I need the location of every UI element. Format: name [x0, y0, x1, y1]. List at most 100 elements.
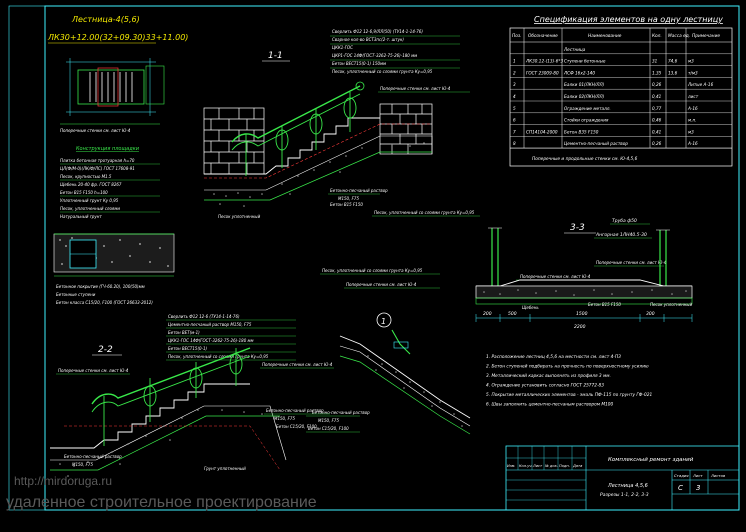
- svg-text:Бетон класса С15/20, F100 (ГОС: Бетон класса С15/20, F100 (ГОСТ 26633-20…: [56, 300, 153, 305]
- spec-cell-pos: 3: [513, 82, 516, 87]
- label-sand-1: Песок уплотненный: [218, 214, 261, 219]
- spec-cell-qty: 0,26: [652, 82, 662, 87]
- spec-cell-name: Ограждение металл.: [564, 106, 611, 111]
- label-concrete-1: Бетон В15 F150: [330, 202, 363, 207]
- label-concrete-3: Бетон В15 F150: [588, 302, 621, 307]
- section-1-1-title: 1-1: [268, 51, 283, 61]
- stamp-sheet-name: Лестница 4,5,6: [607, 483, 648, 489]
- stamp-title: Комплексный ремонт зданий: [608, 457, 694, 463]
- svg-text:Поперечные стенки см. лист Ю-4: Поперечные стенки см. лист Ю-4: [60, 128, 131, 133]
- spec-footer: Поперечные и продольные стенки см. Ю-4,5…: [532, 156, 638, 162]
- stamp-col-1: Изм.: [507, 464, 515, 468]
- svg-text:Песок, уплотненный слоями: Песок, уплотненный слоями: [60, 206, 120, 211]
- spec-cell-name: Бетон В35 F150: [564, 129, 599, 134]
- dim-2: 500: [508, 311, 517, 317]
- svg-text:Поперечные стенки см. лист Ю-4: Поперечные стенки см. лист Ю-4: [346, 282, 417, 287]
- left-notes-block: Конструкция площадки Плитка бетонная тро…: [60, 146, 160, 219]
- svg-text:Щебень 20-40 фр. ГОСТ 8267: Щебень 20-40 фр. ГОСТ 8267: [60, 182, 122, 187]
- spec-table: Спецификация элементов на одну лестницу …: [509, 15, 733, 167]
- stamp-col-3: Лист: [532, 464, 543, 468]
- watermark-text: удаленное строительное проектирование: [6, 494, 317, 511]
- spec-cell-note: м3: [688, 59, 694, 64]
- spec-cell-pos: 6: [513, 118, 516, 123]
- dim-total: 2200: [574, 324, 586, 330]
- svg-text:Бетон В15 F150 h=100: Бетон В15 F150 h=100: [60, 190, 108, 195]
- spec-cell-name: Балки 01(ЛКН/ЛЛ): [564, 82, 605, 87]
- stamp-col-2: Кол.уч.: [519, 464, 533, 468]
- note-line: 5. Покрытие металлических элементов - эм…: [486, 392, 652, 398]
- svg-text:Поперечные стенки см. лист Ю-4: Поперечные стенки см. лист Ю-4: [262, 362, 333, 367]
- dim-4: 300: [646, 311, 655, 317]
- spec-cell-qty: 0,77: [652, 106, 662, 111]
- note-line: 2. Бетон ступеней подбирать на прочность…: [486, 364, 649, 370]
- spec-cell-pos: 5: [513, 106, 516, 111]
- general-notes: 1. Расположение лестниц 4,5,6 на местнос…: [486, 354, 652, 408]
- spec-head-note: Примечание: [692, 33, 720, 39]
- binding-margin: [8, 5, 46, 511]
- svg-text:Бетонно-песчаный раствор: Бетонно-песчаный раствор: [64, 454, 122, 459]
- watermark-url: http://mirdoruga.ru: [14, 474, 113, 488]
- svg-text:Уплотненный грунт Ку 0,95: Уплотненный грунт Ку 0,95: [60, 198, 119, 203]
- dim-1: 200: [483, 311, 492, 317]
- left-detail: Бетонное покрытие (ГЧ-60.20), 100(50)мм …: [53, 233, 175, 305]
- stamp-col-4: № док.: [544, 464, 558, 468]
- svg-text:М150, F75: М150, F75: [274, 416, 295, 421]
- spec-cell-qty: 31: [652, 59, 658, 64]
- section-2-2-title: 2-2: [98, 345, 113, 355]
- svg-text:ЦКР1-ГОС 14Ф(ГОСТ-3262-75-26: ЦКР1-ГОС 14Ф(ГОСТ-3262-75-26)-180 мм: [332, 53, 417, 58]
- note-line: 6. Швы заполнить цементно-песчаным раств…: [486, 402, 614, 408]
- stamp-col-5: Подп.: [559, 464, 570, 468]
- spec-cell-qty: 0,46: [652, 118, 662, 123]
- spec-cell-name: Балки 02(ЛКН/ЛЛ): [564, 94, 605, 99]
- svg-text:Поперечные стенки см. лист Ю-4: Поперечные стенки см. лист Ю-4: [520, 274, 591, 279]
- section-2-2: 2-2 Сверлить Ф12 12-6 (ТУ14-1-14-76) Цем…: [50, 314, 334, 477]
- spec-cell-pos: 2: [513, 70, 516, 75]
- spec-cell-name: ЛСФ 16х2-140: [563, 70, 595, 75]
- spec-cell-code: ЛК30.12-(13)-6*3: [525, 59, 563, 64]
- spec-cell-name: Цементно-песчаный раствор: [564, 141, 628, 146]
- stamp-col-6: Дата: [572, 464, 582, 468]
- spec-cell-note: м.п.: [688, 118, 697, 123]
- spec-cell-code: СП14104-2000: [526, 129, 558, 134]
- dim-3: 1500: [576, 311, 588, 317]
- spec-cell-code: ГОСТ 23009-80: [526, 70, 559, 75]
- svg-text:Сварное кол-во ВСТ3пс(2-т. шту: Сварное кол-во ВСТ3пс(2-т. штук): [332, 37, 404, 42]
- spec-cell-qty: 0,41: [652, 94, 662, 99]
- node-1-label: 1: [381, 317, 386, 326]
- svg-text:Песок, уплотненный со слоями г: Песок, уплотненный со слоями грунта Ку=0…: [322, 268, 423, 273]
- svg-text:Плитка бетонная тротуарная h=7: Плитка бетонная тротуарная h=70: [60, 158, 135, 163]
- stamp-sheet: 3: [696, 484, 700, 492]
- svg-text:Поперечные стенки см. лист Ю-4: Поперечные стенки см. лист Ю-4: [380, 86, 451, 91]
- callout-stair: Лестница-4(5,6) ЛК30+12.00(32+09.30)33+1…: [47, 15, 188, 133]
- section-1-1: 1-1 Сверлить Ф12 12-6,9/ЛЛ(50) (ТУ14-1-1…: [203, 29, 480, 219]
- spec-head-mass: Масса ед.: [668, 33, 690, 39]
- svg-text:Натуральный грунт: Натуральный грунт: [60, 214, 102, 219]
- spec-head-name: Наименование: [588, 33, 622, 39]
- label-gravel-3: Щебень: [522, 305, 539, 310]
- svg-text:Бетонно-песчаный раствор: Бетонно-песчаный раствор: [330, 188, 388, 193]
- spec-cell-qty: 1,35: [652, 70, 662, 75]
- stamp-sheet-head: Лист: [692, 473, 703, 478]
- title-block: Изм. Кол.уч. Лист № док. Подп. Дата Комп…: [505, 445, 740, 511]
- note-line: 3. Металлический каркас выполнять из про…: [486, 373, 611, 379]
- svg-text:Бетонно-песчаный раствор: Бетонно-песчаный раствор: [312, 410, 370, 415]
- svg-text:Бетон С15/20, F100: Бетон С15/20, F100: [276, 424, 317, 429]
- callout-title: Лестница-4(5,6): [71, 15, 140, 24]
- spec-cell-qty: 0,26: [652, 141, 662, 146]
- spec-head-code: Обозначение: [528, 33, 558, 39]
- svg-text:Бетонные ступени: Бетонные ступени: [56, 292, 96, 297]
- svg-text:Бетон ВЕСТ15(0-1): Бетон ВЕСТ15(0-1): [168, 346, 208, 351]
- spec-cell-note: т/м3: [688, 70, 698, 75]
- spec-cell-note: Литые А-16: [687, 82, 714, 87]
- svg-text:М150, F75: М150, F75: [72, 462, 93, 467]
- svg-text:ЦЛ(Ф/М-0)(ЛК/Ф/ЛС) ГОСТ 17608-: ЦЛ(Ф/М-0)(ЛК/Ф/ЛС) ГОСТ 17608-91: [60, 166, 135, 171]
- svg-text:ЦКК1-ГОС: ЦКК1-ГОС: [332, 45, 353, 50]
- svg-text:Сверлить Ф12 12-6 (ТУ14-1-14-7: Сверлить Ф12 12-6 (ТУ14-1-14-76): [168, 314, 240, 319]
- svg-text:Песок, уплотненный со слоями г: Песок, уплотненный со слоями грунта Ку=0…: [168, 354, 269, 359]
- spec-cell-mass: 74,6: [668, 59, 678, 64]
- svg-text:Песок, уплотненный со слоями г: Песок, уплотненный со слоями грунта Ку=0…: [332, 69, 433, 74]
- svg-text:Поперечные стенки см. лист Ю-4: Поперечные стенки см. лист Ю-4: [58, 368, 129, 373]
- spec-cell-qty: 0,41: [652, 129, 662, 134]
